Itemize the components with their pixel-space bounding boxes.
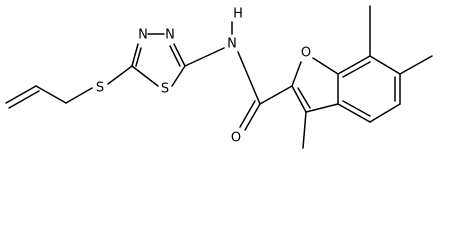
bond-c6-methyl <box>399 55 433 75</box>
bond-o1-c7a <box>312 57 339 75</box>
bond-ring-n3-c2-double <box>169 45 181 67</box>
atom-label-amide-h: H <box>233 7 243 22</box>
atom-label-n4: N <box>138 28 148 43</box>
atom-label-amide-n: N <box>227 37 237 52</box>
atom-label-n3: N <box>165 28 175 43</box>
bond-carbonyl-double-b <box>239 100 256 128</box>
bond-ring-c2-s1 <box>171 65 186 87</box>
bond-ring-n3-c2 <box>173 43 186 67</box>
atom-label-furan-o: O <box>301 46 311 61</box>
bond-ring-c5-n4-double <box>135 47 142 67</box>
bond-c2-o1 <box>291 61 302 87</box>
bond-c5-c4 <box>369 103 401 123</box>
bond-carbonyl-double-a <box>244 103 261 131</box>
bond-allyl-mid <box>35 85 67 104</box>
bond-c2-c3 <box>291 85 307 113</box>
bond-c7a-c7-double <box>342 61 371 78</box>
atom-label-carbonyl-o: O <box>231 131 241 146</box>
bond-c7a-c7 <box>337 55 371 75</box>
atom-label-s-thioether: S <box>96 81 104 96</box>
bond-c7-c6 <box>369 55 401 75</box>
bond-c2-c3-double <box>297 87 311 109</box>
bond-nh-to-carbonyl <box>237 51 261 105</box>
bond-s-to-ring <box>107 65 133 85</box>
bond-c3-c3a <box>305 103 339 113</box>
bond-allyl-terminal-double-2 <box>8 90 40 109</box>
atom-label-s-ring: S <box>161 82 169 97</box>
bond-ring-s1-c5 <box>131 65 159 87</box>
bond-c2-to-nh <box>184 47 225 67</box>
bond-c4-c3a <box>337 103 371 123</box>
bond-c4-c3a-double <box>342 100 371 117</box>
bond-c3-methyl <box>302 111 307 149</box>
bond-carbonyl-to-c2furan <box>259 85 293 105</box>
bond-ring-c5-n4 <box>131 43 139 67</box>
molecule-structure-diagram: N N S S N H O O <box>5 5 433 149</box>
bond-allyl-to-s <box>65 87 93 104</box>
bond-allyl-terminal-double <box>5 85 37 104</box>
